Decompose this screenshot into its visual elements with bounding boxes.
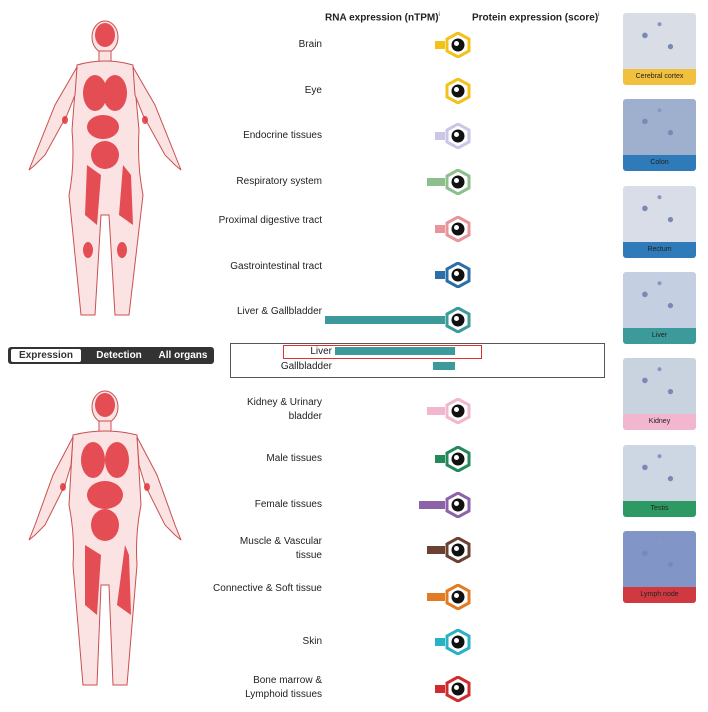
rna-expression-bar[interactable] <box>435 685 445 693</box>
tissue-image <box>623 358 696 414</box>
organ-hexagon-icon[interactable] <box>445 492 471 518</box>
tissue-thumbnail[interactable]: Lymph node <box>623 531 696 603</box>
organ-hexagon-icon[interactable] <box>445 307 471 333</box>
tissue-caption: Kidney <box>623 414 696 430</box>
organ-label[interactable]: Connective & Soft tissue <box>213 583 322 594</box>
rna-expression-bar[interactable] <box>427 407 445 415</box>
organ-label[interactable]: Endocrine tissues <box>243 130 322 141</box>
organ-label[interactable]: Proximal digestive tract <box>218 215 322 226</box>
organ-label[interactable]: Liver & Gallbladder <box>236 306 322 317</box>
rna-expression-bar[interactable] <box>427 178 445 186</box>
rna-expression-bar[interactable] <box>435 638 445 646</box>
tissue-thumbnail[interactable]: Cerebral cortex <box>623 13 696 85</box>
organ-label[interactable]: Brain <box>298 39 322 50</box>
rna-expression-bar[interactable] <box>435 225 445 233</box>
tissue-thumbnail[interactable]: Testis <box>623 445 696 517</box>
organ-label[interactable]: Kidney & Urinary bladder <box>246 397 322 422</box>
info-icon[interactable]: i <box>438 12 440 18</box>
sub-label-liver[interactable]: Liver <box>310 346 332 357</box>
highlight-box <box>283 345 482 359</box>
organ-hexagon-icon[interactable] <box>445 537 471 563</box>
view-tab-bar: Expression Detection All organs <box>8 347 214 364</box>
tab-all-organs[interactable]: All organs <box>158 350 208 361</box>
rna-expression-header: RNA expression (nTPM)i <box>325 12 440 24</box>
organ-label[interactable]: Eye <box>304 85 322 96</box>
tissue-image <box>623 272 696 328</box>
organ-hexagon-icon[interactable] <box>445 123 471 149</box>
tissue-caption: Liver <box>623 328 696 344</box>
rna-expression-bar[interactable] <box>435 41 445 49</box>
tissue-caption: Cerebral cortex <box>623 69 696 85</box>
organ-hexagon-icon[interactable] <box>445 216 471 242</box>
rna-expression-bar[interactable] <box>325 316 445 324</box>
tissue-thumbnail[interactable]: Colon <box>623 99 696 171</box>
organ-hexagon-icon[interactable] <box>445 169 471 195</box>
tissue-caption: Lymph node <box>623 587 696 603</box>
tissue-thumbnail[interactable]: Rectum <box>623 186 696 258</box>
protein-expression-header: Protein expression (score)i <box>472 12 600 24</box>
organ-hexagon-icon[interactable] <box>445 262 471 288</box>
tissue-thumbnail[interactable]: Liver <box>623 272 696 344</box>
tissue-image <box>623 186 696 242</box>
organ-hexagon-icon[interactable] <box>445 32 471 58</box>
organ-label[interactable]: Male tissues <box>266 453 322 464</box>
rna-expression-bar[interactable] <box>435 271 445 279</box>
organ-label[interactable]: Bone marrow & Lymphoid tissues <box>245 675 322 700</box>
sub-label-gallbladder[interactable]: Gallbladder <box>280 361 332 372</box>
tissue-image <box>623 531 696 587</box>
tissue-image <box>623 99 696 155</box>
organ-hexagon-icon[interactable] <box>445 446 471 472</box>
gallbladder-rna-bar[interactable] <box>433 362 455 370</box>
liver-rna-bar[interactable] <box>335 347 455 355</box>
tissue-caption: Testis <box>623 501 696 517</box>
organ-label[interactable]: Female tissues <box>254 499 322 510</box>
rna-expression-bar[interactable] <box>435 132 445 140</box>
tab-expression[interactable]: Expression <box>11 349 81 362</box>
organ-label[interactable]: Skin <box>302 636 322 647</box>
rna-expression-bar[interactable] <box>427 546 445 554</box>
organ-label[interactable]: Gastrointestinal tract <box>230 261 322 272</box>
tissue-image <box>623 13 696 69</box>
rna-expression-bar[interactable] <box>419 501 445 509</box>
info-icon[interactable]: i <box>598 12 600 18</box>
organ-hexagon-icon[interactable] <box>445 78 471 104</box>
organ-hexagon-icon[interactable] <box>445 398 471 424</box>
rna-expression-bar[interactable] <box>427 593 445 601</box>
organ-hexagon-icon[interactable] <box>445 584 471 610</box>
tissue-image <box>623 445 696 501</box>
organ-label[interactable]: Respiratory system <box>236 176 322 187</box>
female-body-figure[interactable] <box>25 15 195 320</box>
tab-detection[interactable]: Detection <box>96 350 142 361</box>
male-body-figure[interactable] <box>25 385 195 690</box>
tissue-caption: Colon <box>623 155 696 171</box>
organ-label[interactable]: Muscle & Vascular tissue <box>239 536 322 561</box>
rna-expression-bar[interactable] <box>435 455 445 463</box>
tissue-thumbnail[interactable]: Kidney <box>623 358 696 430</box>
tissue-caption: Rectum <box>623 242 696 258</box>
organ-hexagon-icon[interactable] <box>445 629 471 655</box>
organ-hexagon-icon[interactable] <box>445 676 471 702</box>
